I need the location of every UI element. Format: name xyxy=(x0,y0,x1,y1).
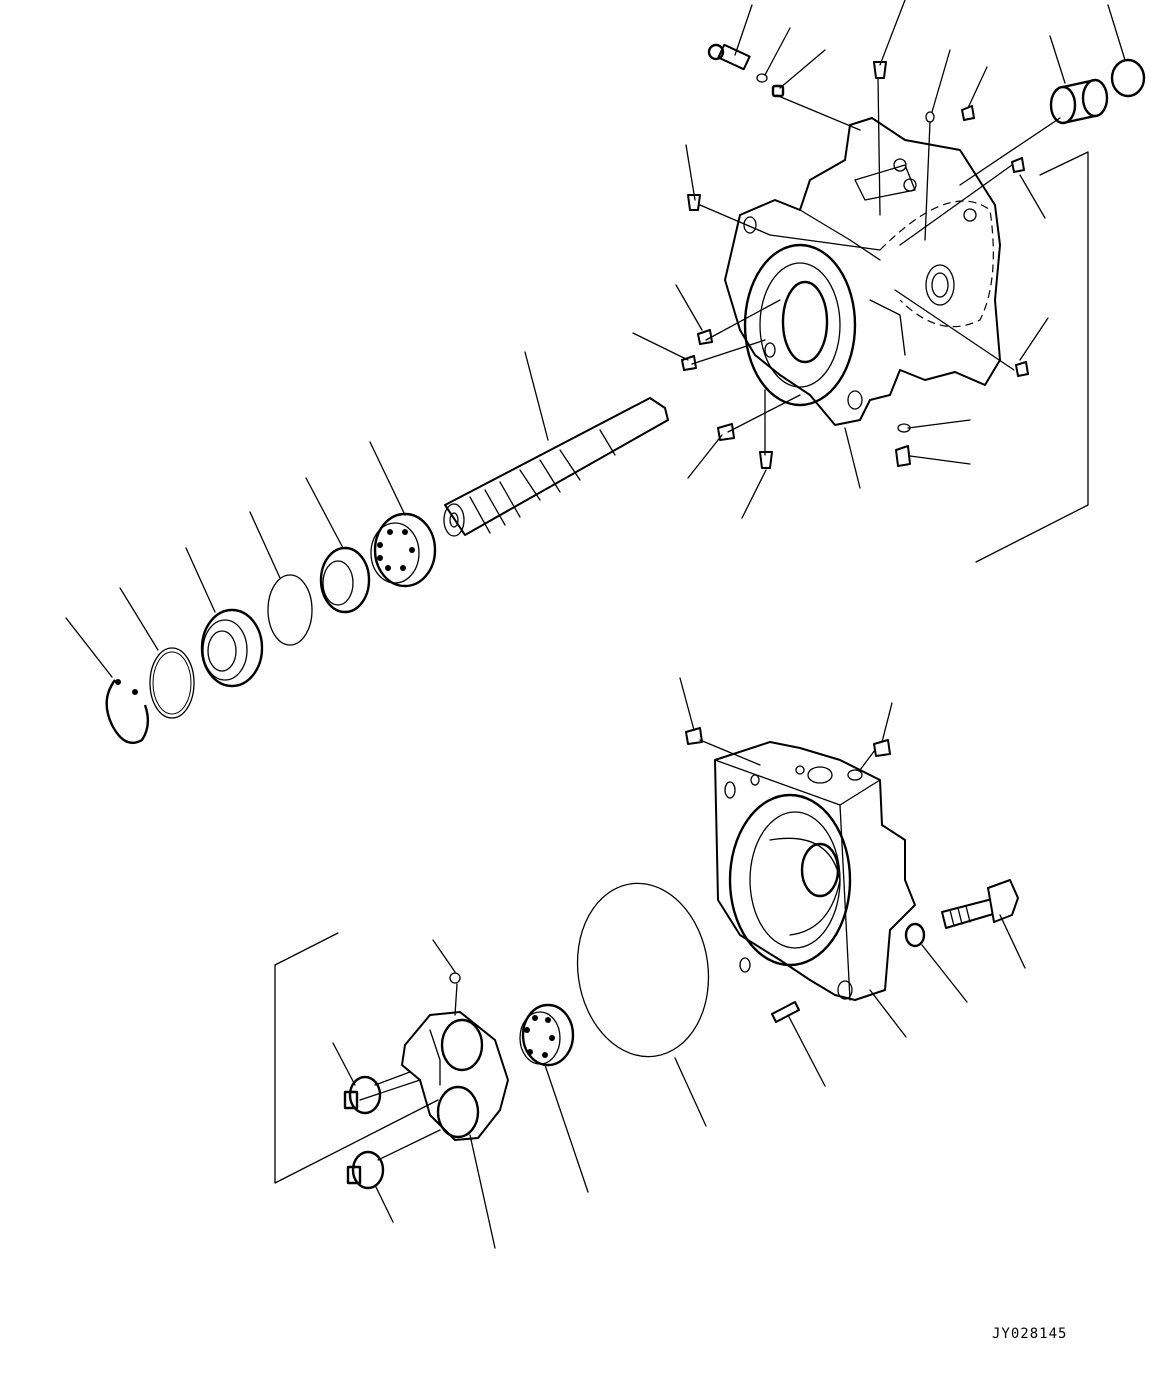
pump-housing-upper xyxy=(724,117,1001,426)
sleeve-bushing xyxy=(1049,78,1109,125)
oil-seal xyxy=(200,608,264,688)
plug-lower-left xyxy=(685,727,703,745)
group-bracket-upper xyxy=(975,151,1089,563)
spacer-ring xyxy=(319,546,371,614)
plug-valve-upper xyxy=(343,1075,382,1115)
plug-valve-lower xyxy=(346,1150,385,1190)
o-ring-upper xyxy=(267,574,313,646)
ball-check xyxy=(449,972,461,984)
washer xyxy=(904,922,926,948)
input-shaft xyxy=(443,397,669,537)
o-ring-bushing xyxy=(1110,58,1146,98)
mounting-bolt xyxy=(941,879,1019,929)
pump-housing-lower xyxy=(714,741,916,1001)
plug-lower-right xyxy=(873,739,891,757)
roller-bearing-upper xyxy=(370,512,437,588)
dowel-pin xyxy=(771,1001,800,1023)
group-bracket-lower xyxy=(274,932,439,1184)
o-ring-large xyxy=(576,882,710,1058)
plug-fittings-upper xyxy=(681,43,1146,469)
roller-bearing-lower xyxy=(519,1003,575,1067)
valve-block-lower xyxy=(401,1011,509,1141)
snap-ring xyxy=(149,647,195,719)
circlip xyxy=(105,679,150,745)
leader-lines-upper xyxy=(65,0,1126,678)
figure-code: JY028145 xyxy=(992,1326,1068,1342)
